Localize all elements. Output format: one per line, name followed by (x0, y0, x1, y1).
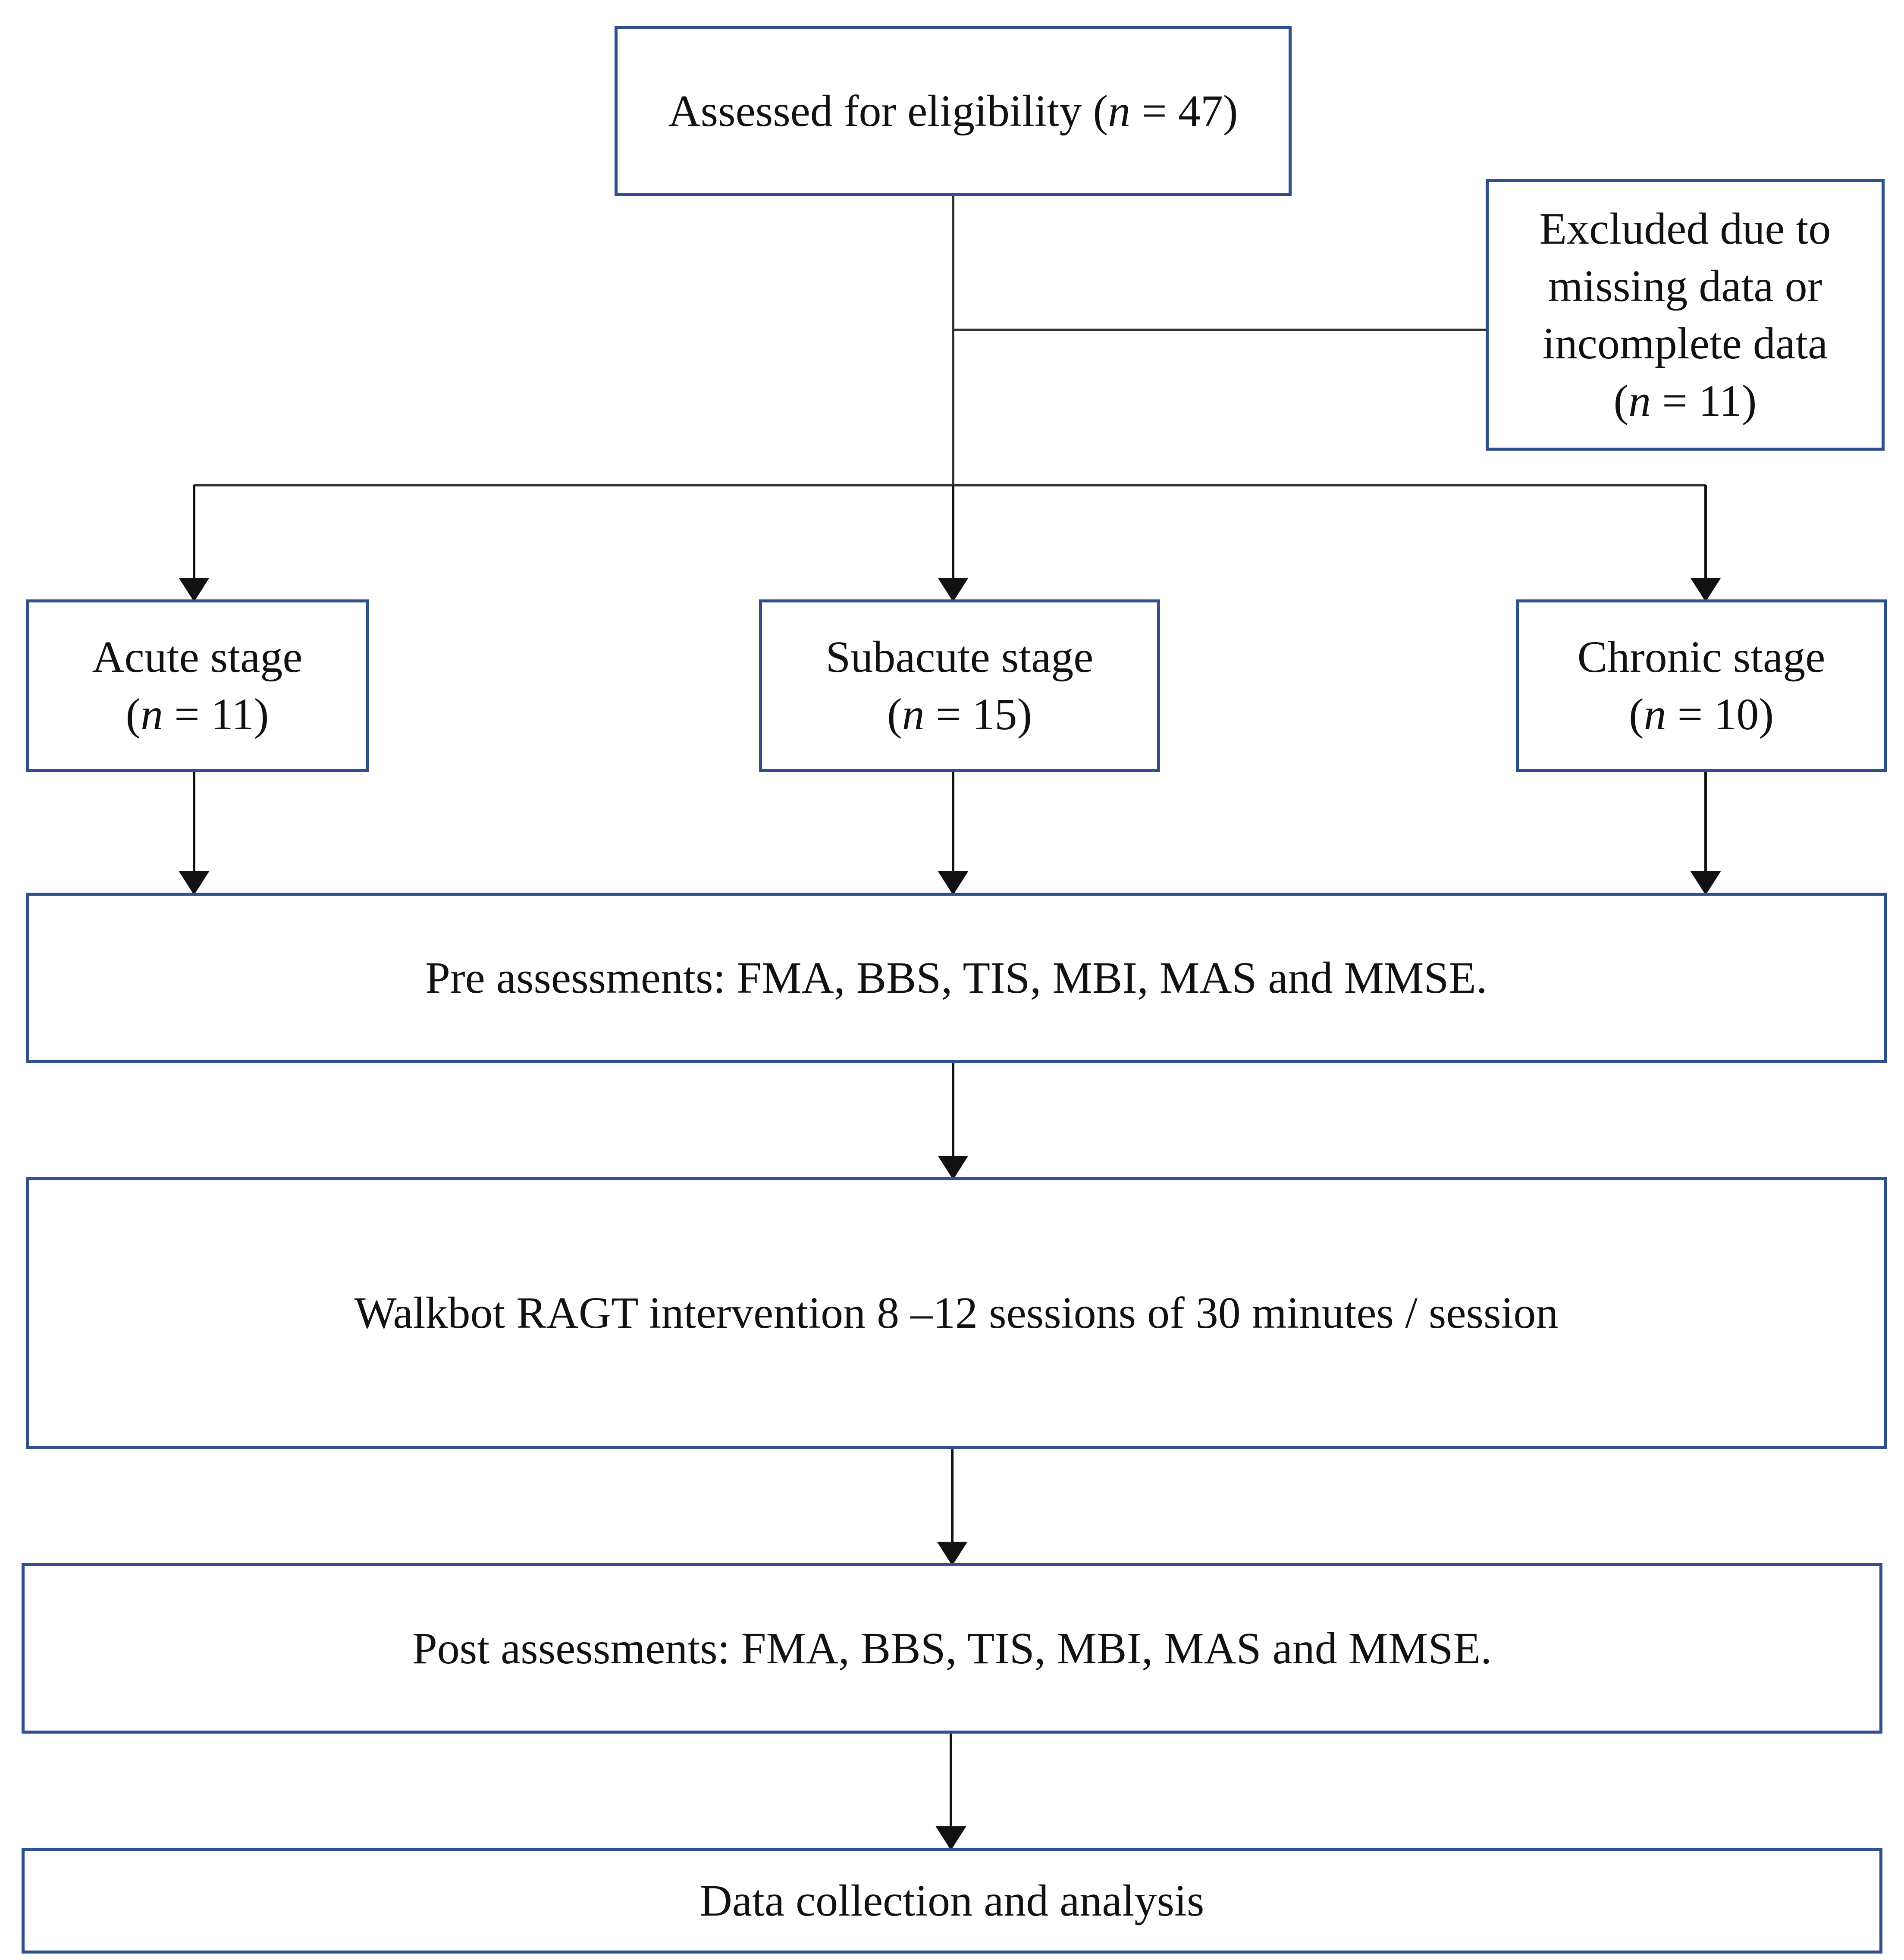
pre-assessments-box: Pre assessments: FMA, BBS, TIS, MBI, MAS… (26, 893, 1887, 1063)
excluded-count: (n = 11) (1613, 376, 1757, 426)
acute-count: (n = 11) (125, 690, 269, 739)
excluded-text: Excluded due to missing data or incomple… (1540, 200, 1831, 430)
acute-n: 11 (210, 690, 254, 739)
assessed-text: Assessed for eligibility (n = 47) (668, 86, 1238, 136)
chronic-label: Chronic stage (1577, 632, 1826, 682)
arrowhead-subacute-pre (938, 871, 969, 895)
assessed-n: 47 (1178, 86, 1223, 136)
arrowhead-data (935, 1826, 966, 1850)
arrowhead-acute-pre (179, 871, 210, 895)
assessed-for-eligibility-box: Assessed for eligibility (n = 47) (615, 26, 1292, 196)
arrowhead-chronic (1690, 578, 1721, 602)
data-collection-label: Data collection and analysis (699, 1875, 1205, 1926)
excluded-line-2: missing data or (1548, 261, 1822, 311)
excluded-line-1: Excluded due to (1539, 204, 1831, 254)
post-assessments-box: Post assessments: FMA, BBS, TIS, MBI, MA… (22, 1563, 1882, 1734)
post-assessments-label: Post assessments: FMA, BBS, TIS, MBI, MA… (412, 1623, 1492, 1673)
n-symbol: n (141, 690, 163, 739)
subacute-n: 15 (972, 690, 1017, 739)
excluded-n: 11 (1698, 376, 1742, 426)
n-symbol: n (1644, 690, 1666, 739)
data-collection-box: Data collection and analysis (22, 1848, 1882, 1954)
subacute-label: Subacute stage (825, 632, 1094, 682)
arrowhead-acute (179, 578, 210, 602)
arrowhead-intervention (938, 1156, 969, 1180)
n-symbol: n (1108, 86, 1131, 136)
subacute-text: Subacute stage (n = 15) (826, 628, 1094, 743)
pre-assessments-label: Pre assessments: FMA, BBS, TIS, MBI, MAS… (425, 953, 1487, 1003)
excluded-line-3: incomplete data (1542, 319, 1828, 368)
walkbot-intervention-box: Walkbot RAGT intervention 8 –12 sessions… (26, 1177, 1887, 1449)
n-symbol: n (902, 690, 925, 739)
excluded-box: Excluded due to missing data or incomple… (1486, 179, 1885, 451)
arrowhead-subacute (938, 578, 969, 602)
acute-stage-box: Acute stage (n = 11) (26, 599, 369, 772)
acute-label: Acute stage (92, 632, 303, 682)
chronic-text: Chronic stage (n = 10) (1578, 628, 1826, 743)
chronic-stage-box: Chronic stage (n = 10) (1516, 599, 1887, 772)
chronic-n: 10 (1714, 690, 1759, 739)
acute-text: Acute stage (n = 11) (92, 628, 302, 743)
subacute-count: (n = 15) (887, 690, 1032, 739)
chronic-count: (n = 10) (1629, 690, 1774, 739)
arrowhead-chronic-pre (1690, 871, 1721, 895)
assessed-label: Assessed for eligibility (668, 86, 1082, 136)
arrowhead-post (937, 1542, 968, 1566)
n-symbol: n (1628, 376, 1651, 426)
subacute-stage-box: Subacute stage (n = 15) (759, 599, 1160, 772)
intervention-label: Walkbot RAGT intervention 8 –12 sessions… (354, 1288, 1559, 1338)
